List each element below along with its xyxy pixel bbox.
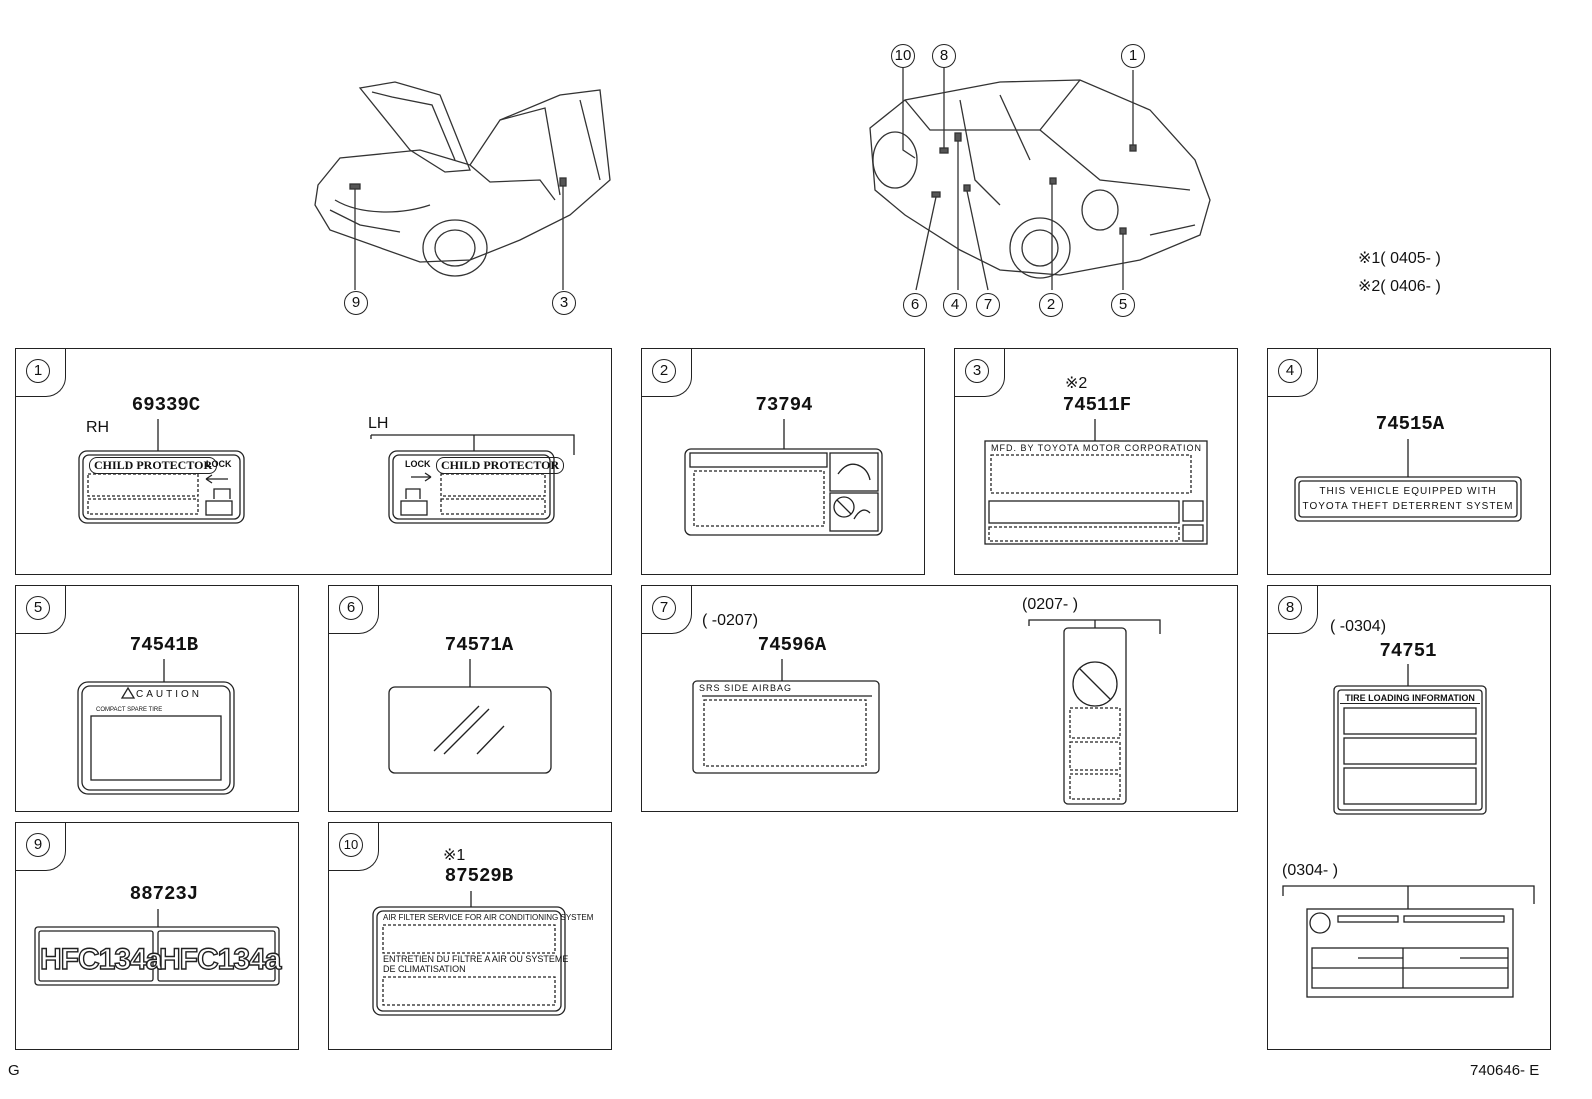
tire-loading-info: TIRE LOADING INFORMATION xyxy=(1340,693,1480,704)
panel-number: 7 xyxy=(652,596,676,620)
panel-number: 10 xyxy=(339,833,363,857)
panel-2: 2 73794 xyxy=(641,348,925,575)
callout-7: 7 xyxy=(976,293,1000,317)
footer-code: 740646- E xyxy=(1470,1062,1540,1079)
note-1: ※1( 0405- ) xyxy=(1358,250,1441,267)
part-number: 74571A xyxy=(444,634,514,656)
panel-number: 2 xyxy=(652,359,676,383)
panel-number: 6 xyxy=(339,596,363,620)
panel-4: 4 74515A THIS VEHICLE EQUIPPED WITH TOYO… xyxy=(1267,348,1551,575)
theft-line-1: THIS VEHICLE EQUIPPED WITH xyxy=(1319,486,1497,497)
range-a: ( -0207) xyxy=(702,612,759,629)
panel-number: 1 xyxy=(26,359,50,383)
footer-left: G xyxy=(8,1062,20,1079)
part-number: 74511F xyxy=(1062,394,1132,416)
air-filter-line-3: DE CLIMATISATION xyxy=(383,964,466,974)
part-number: 74596A xyxy=(757,634,827,656)
hfc-label-right: HFC134a xyxy=(158,942,282,976)
panel-10: 10 ※1 87529B AIR FILTER SERVICE FOR AIR … xyxy=(328,822,612,1050)
lock-rh: LOCK xyxy=(206,459,232,469)
mark-2: ※2 xyxy=(1065,375,1088,392)
compact-spare-label: COMPACT SPARE TIRE xyxy=(96,707,163,713)
panel-number: 5 xyxy=(26,596,50,620)
part-number: 69339C xyxy=(131,394,201,416)
range-b: (0304- ) xyxy=(1282,862,1339,879)
callout-6: 6 xyxy=(903,293,927,317)
panel-6: 6 74571A xyxy=(328,585,612,812)
note-2: ※2( 0406- ) xyxy=(1358,278,1441,295)
part-number: 88723J xyxy=(129,883,199,905)
mark-1: ※1 xyxy=(443,847,466,864)
child-protector-rh: CHILD PROTECTOR xyxy=(89,457,218,474)
air-filter-line-1: AIR FILTER SERVICE FOR AIR CONDITIONING … xyxy=(383,913,594,922)
panel-5: 5 74541B CAUTION COMPACT SPARE TIRE xyxy=(15,585,299,812)
hfc-label-left: HFC134a xyxy=(39,942,163,976)
lh-label: LH xyxy=(368,415,389,432)
part-number: 74515A xyxy=(1375,413,1445,435)
panel-7: 7 ( -0207) (0207- ) 74596A SRS SIDE AIRB… xyxy=(641,585,1238,812)
callout-5: 5 xyxy=(1111,293,1135,317)
part-number: 74751 xyxy=(1379,640,1437,662)
callout-4: 4 xyxy=(943,293,967,317)
callout-9: 9 xyxy=(344,291,368,315)
range-a: ( -0304) xyxy=(1330,618,1387,635)
callout-8: 8 xyxy=(932,44,956,68)
part-number: 87529B xyxy=(444,865,514,887)
callout-10: 10 xyxy=(891,44,915,68)
panel-number: 4 xyxy=(1278,359,1302,383)
part-number: 74541B xyxy=(129,634,199,656)
air-filter-line-2: ENTRETIEN DU FILTRE A AIR OU SYSTEME xyxy=(383,954,569,964)
rh-label: RH xyxy=(86,419,110,436)
lock-lh: LOCK xyxy=(405,459,431,469)
panel-number: 8 xyxy=(1278,596,1302,620)
srs-side-airbag: SRS SIDE AIRBAG xyxy=(699,683,793,693)
callout-1: 1 xyxy=(1121,44,1145,68)
panel-3: 3 ※2 74511F MFD. BY TOYOTA MOTOR CORPORA… xyxy=(954,348,1238,575)
panel-number: 9 xyxy=(26,833,50,857)
front-car-illustration xyxy=(314,68,1211,291)
part-number: 73794 xyxy=(755,394,813,416)
panel-9: 9 88723J HFC134a HFC134a xyxy=(15,822,299,1050)
callout-3: 3 xyxy=(552,291,576,315)
panel-8: 8 ( -0304) 74751 (0304- ) TIRE LOADING I… xyxy=(1267,585,1551,1050)
range-b: (0207- ) xyxy=(1022,596,1079,613)
caution-label: CAUTION xyxy=(136,689,202,700)
panel-1: 1 69339C RH LH CHILD PROTECTOR LOCK LOCK… xyxy=(15,348,612,575)
callout-2: 2 xyxy=(1039,293,1063,317)
theft-line-2: TOYOTA THEFT DETERRENT SYSTEM xyxy=(1302,501,1514,512)
child-protector-lh: CHILD PROTECTOR xyxy=(436,457,565,474)
mfd-header: MFD. BY TOYOTA MOTOR CORPORATION xyxy=(991,443,1203,453)
panel-number: 3 xyxy=(965,359,989,383)
